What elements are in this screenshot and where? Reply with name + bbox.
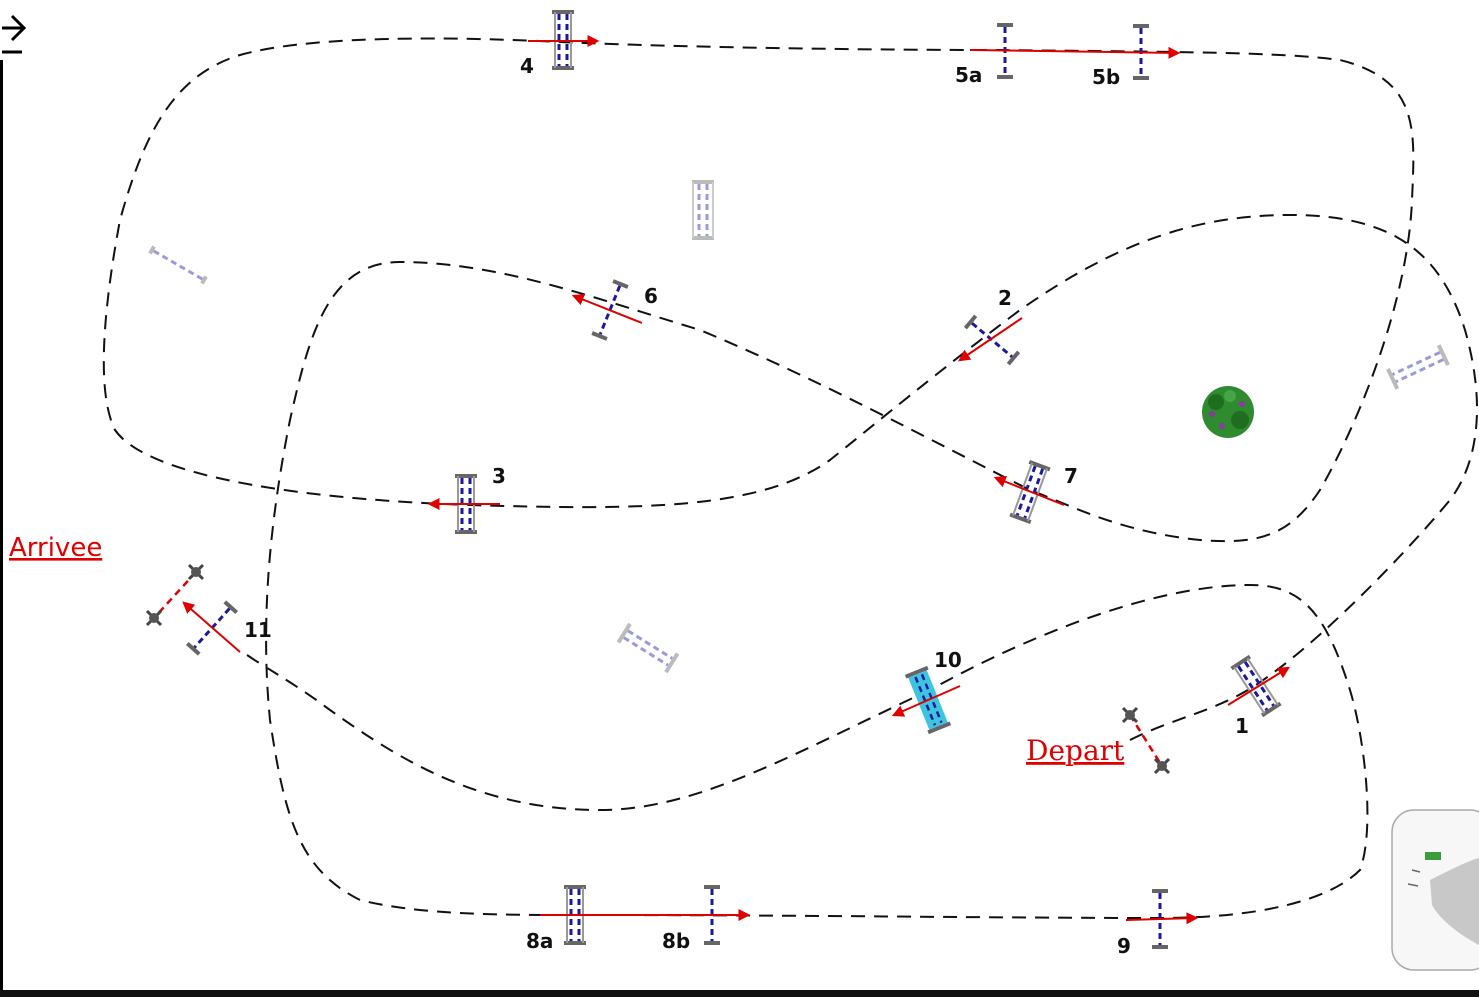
ghost-obstacle <box>692 180 714 240</box>
obstacle-8[interactable]: 8a 8b <box>526 885 751 953</box>
finish-line <box>145 563 205 627</box>
ghost-obstacle <box>616 622 680 674</box>
obstacle-label: 11 <box>244 618 272 642</box>
start-line <box>1121 706 1171 775</box>
obstacle-label: 5a <box>955 63 982 87</box>
obstacle-7[interactable]: 6 <box>571 279 658 341</box>
finish-label: Arrivee <box>9 533 102 563</box>
obstacle-5[interactable]: 5a 5b <box>955 23 1181 89</box>
obstacle-3[interactable]: 3 <box>427 464 506 534</box>
obstacle-label: 6 <box>644 284 658 308</box>
obstacle-label: 9 <box>1117 934 1131 958</box>
obstacle-label: 7 <box>1064 464 1078 488</box>
obstacle-label: 3 <box>492 464 506 488</box>
obstacle-6[interactable]: 7 <box>993 460 1078 524</box>
tree-icon <box>1202 386 1254 438</box>
obstacle-label: 2 <box>998 286 1012 310</box>
course-path <box>102 37 1478 920</box>
obstacle-label: 10 <box>934 648 962 672</box>
ghost-obstacle <box>148 245 208 285</box>
obstacle-9[interactable]: 9 <box>1117 889 1199 958</box>
right-arrow-icon[interactable] <box>2 14 27 54</box>
obstacle-4[interactable]: 4 <box>520 10 600 78</box>
obstacle-label: 8a <box>526 929 553 953</box>
obstacle-2[interactable]: 2 <box>958 286 1023 366</box>
obstacle-1[interactable]: 1 <box>1227 654 1291 738</box>
obstacle-label: 1 <box>1235 714 1249 738</box>
ghost-obstacle <box>1386 344 1450 390</box>
obstacle-label: 5b <box>1092 65 1120 89</box>
drawing-thumbnail-icon[interactable] <box>1391 809 1479 971</box>
start-label: Depart <box>1026 734 1125 767</box>
obstacle-11[interactable]: 11 <box>182 600 272 656</box>
obstacle-label: 4 <box>520 54 534 78</box>
obstacle-10[interactable]: 10 <box>891 648 962 735</box>
obstacle-label: 8b <box>662 929 690 953</box>
bottom-edge-bar <box>0 990 1479 997</box>
